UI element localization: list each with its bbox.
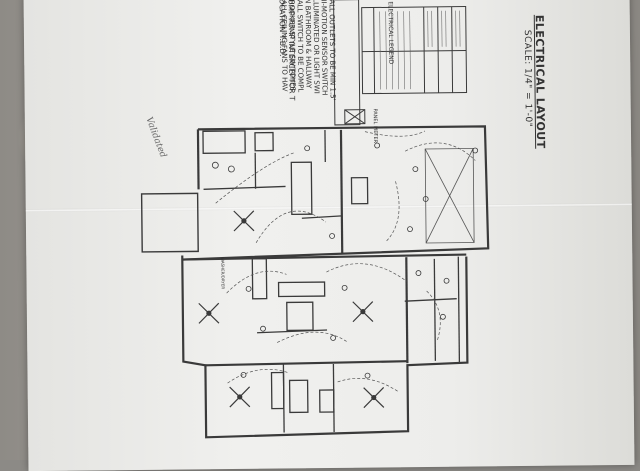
paper-sheet: ELECTRICAL LAYOUT SCALE: 1/4" = 1'-0" SU…	[24, 0, 635, 471]
counter-top	[279, 282, 325, 296]
wiring-runs	[215, 130, 478, 393]
upper-wall-outline	[181, 126, 488, 259]
drawing-scale: SCALE: 1/4" = 1'-0"	[522, 30, 533, 128]
kitchen-island-upper	[291, 162, 312, 214]
ceiling-fan-icons	[198, 209, 384, 409]
porch-outline	[142, 193, 199, 252]
notes-box	[334, 0, 360, 125]
legend-title: ELECTRICAL LEGEND	[386, 1, 394, 64]
kitchen-island	[287, 302, 313, 330]
washer-dryer-label: WASHER/DRYER	[220, 257, 225, 289]
drawing-title: ELECTRICAL LAYOUT	[532, 15, 546, 149]
note-outlet-requirements: *ALL OUTLETS TO BE MIN 1.5' HI-MOTION SE…	[279, 0, 336, 101]
panel-label: PANEL METER	[371, 108, 377, 143]
legend-box	[362, 7, 467, 94]
